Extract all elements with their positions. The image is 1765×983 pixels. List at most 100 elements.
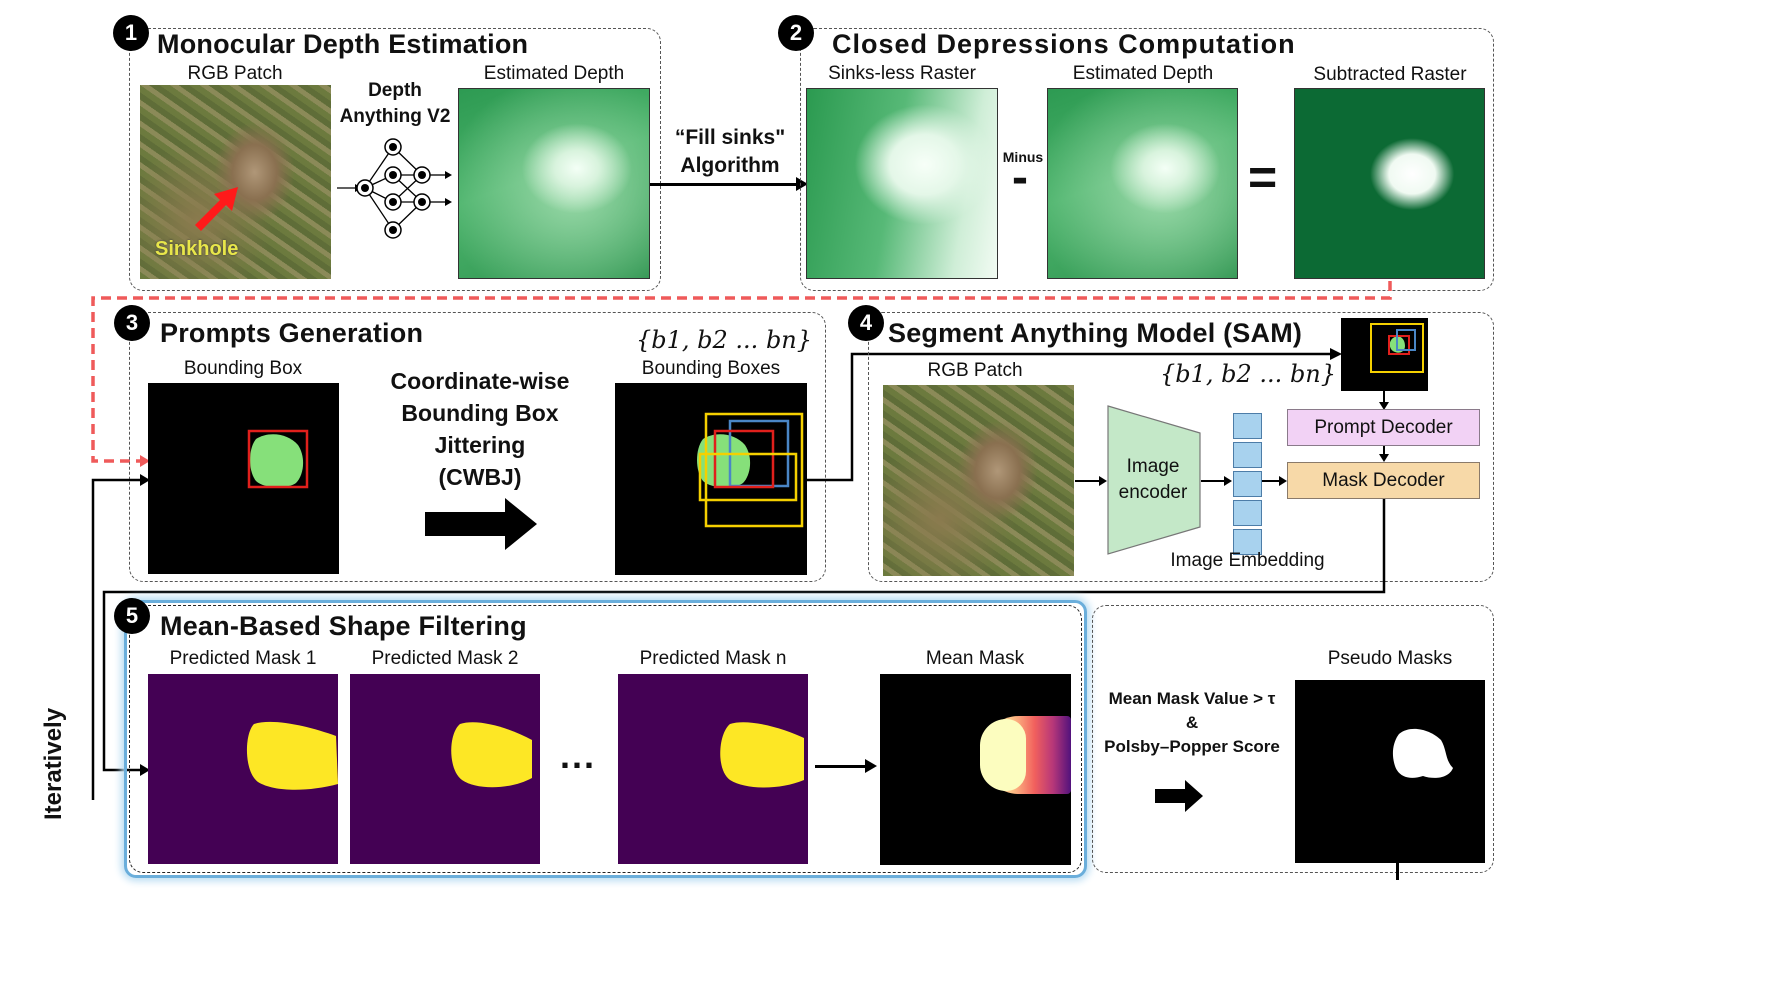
embedding-cell [1233, 529, 1262, 555]
panel-title-4: Segment Anything Model (SAM) [888, 318, 1303, 348]
mean-mask-label: Mean Mask [925, 648, 1025, 669]
embedding-cell [1233, 413, 1262, 439]
mask-decoder-label: Mask Decoder [1322, 469, 1445, 491]
estimated-depth-image-2 [1047, 88, 1238, 279]
connector-4-to-5 [91, 474, 1386, 800]
bbox-red [247, 429, 309, 489]
pseudo-masks-label: Pseudo Masks [1327, 648, 1453, 669]
predicted-mask-1-label: Predicted Mask 1 [169, 648, 317, 669]
selection-arrow-icon [1155, 780, 1203, 812]
criteria-line3: Polsby–Popper Score [1104, 737, 1280, 756]
step-badge-4: 4 [848, 305, 884, 341]
connector-3-to-4 [807, 348, 1342, 482]
panel-closed-depressions [800, 28, 1494, 291]
bbox-yellow-wide [698, 452, 798, 502]
encoder-label-line2: encoder [1118, 482, 1188, 503]
cwbj-line2: Bounding Box [401, 400, 559, 426]
prompt-decoder-label: Prompt Decoder [1314, 416, 1453, 438]
estimated-depth-label-2: Estimated Depth [1072, 63, 1214, 84]
rgb-to-encoder-arrow [1075, 480, 1101, 482]
predicted-mask-n-image [618, 674, 808, 864]
panel-title-2: Closed Depressions Computation [832, 29, 1296, 59]
panel-monocular-depth-estimation [129, 28, 661, 291]
equals-symbol: = [1248, 149, 1278, 205]
bbox-red [713, 429, 775, 489]
criteria-line1: Mean Mask Value > τ [1108, 689, 1276, 708]
rgb-patch-label: RGB Patch [187, 63, 283, 84]
panel-prompts-generation [129, 312, 826, 582]
arrowhead-icon [1099, 476, 1107, 486]
neural-network-icon [337, 138, 452, 239]
predicted-mask-2-image [350, 674, 540, 864]
step-badge-3: 3 [114, 305, 150, 341]
predicted-mask-n-label: Predicted Mask n [639, 648, 787, 669]
model-label-line2: Anything V2 [339, 106, 451, 127]
masks-to-mean-arrow [815, 765, 867, 768]
cwbj-line4: (CWBJ) [438, 464, 522, 490]
prompt-to-mask-decoder-arrow [1383, 446, 1385, 456]
image-embedding-stack [1233, 413, 1262, 555]
mean-mask-image [880, 674, 1071, 865]
image-embedding-label: Image Embedding [1170, 550, 1325, 571]
sinkless-raster-image [806, 88, 998, 279]
dashed-connector-2-to-3 [91, 281, 1392, 467]
fill-sinks-arrow [650, 183, 800, 186]
sam-rgb-patch-image [883, 385, 1074, 576]
pseudo-mask-image [1295, 680, 1485, 863]
arrowhead-icon [1379, 402, 1389, 410]
panel-title-1: Monocular Depth Estimation [157, 29, 529, 59]
arrowhead-icon [865, 759, 877, 773]
ellipsis: ... [560, 735, 597, 776]
fill-sinks-label-line1: “Fill sinks" [674, 126, 786, 149]
iteratively-label: Iteratively [40, 707, 67, 820]
bounding-boxes-label: Bounding Boxes [641, 358, 781, 379]
embedding-cell [1233, 500, 1262, 526]
step-badge-1: 1 [113, 15, 149, 51]
embedding-cell [1233, 471, 1262, 497]
panel-mean-shape-filtering [129, 605, 1082, 873]
rgb-patch-image: Sinkhole [140, 85, 331, 279]
sinkless-raster-label: Sinks-less Raster [828, 63, 976, 84]
panel-sam [868, 312, 1494, 582]
panel-title-3: Prompts Generation [160, 318, 424, 348]
panel-mean-shape-filtering-highlight [124, 600, 1087, 878]
encoder-to-embedding-arrow [1201, 480, 1227, 482]
bbox-set-notation-4: {b1, b2 ... bn} [1160, 360, 1337, 388]
arrowhead-icon [1379, 454, 1389, 462]
sinkhole-mask-shape [250, 434, 304, 488]
panel-pseudo-mask-selection [1092, 605, 1494, 873]
prompt-decoder-box: Prompt Decoder [1287, 409, 1480, 446]
model-label-line1: Depth [368, 80, 422, 101]
estimated-depth-image-1 [458, 88, 650, 279]
embedding-cell [1233, 442, 1262, 468]
step-badge-2: 2 [778, 15, 814, 51]
fill-sinks-label-line2: Algorithm [680, 154, 780, 177]
sam-prompt-thumbnail [1341, 318, 1428, 391]
arrowhead-icon [796, 177, 808, 191]
subtracted-raster-image [1294, 88, 1485, 279]
embedding-to-mask-decoder-arrow [1262, 480, 1282, 482]
big-right-arrow-icon [425, 498, 537, 550]
predicted-mask-2-label: Predicted Mask 2 [371, 648, 519, 669]
image-encoder-shape [1107, 405, 1201, 555]
arrowhead-icon [1279, 476, 1287, 486]
cwbj-line3: Jittering [434, 432, 526, 458]
step-badge-5: 5 [114, 598, 150, 634]
arrowhead-icon [1224, 476, 1232, 486]
sinkhole-arrow-icon [195, 187, 238, 231]
sinkhole-annotation: Sinkhole [155, 238, 239, 260]
predicted-mask-1-image [148, 674, 338, 864]
encoder-label-line1: Image [1126, 456, 1180, 477]
minus-symbol: - [1012, 151, 1028, 204]
bounding-box-image [148, 383, 339, 574]
mask-decoder-box: Mask Decoder [1287, 462, 1480, 499]
bounding-box-label: Bounding Box [183, 358, 303, 379]
subtracted-raster-label: Subtracted Raster [1313, 64, 1467, 85]
criteria-line2: & [1185, 713, 1199, 732]
sam-rgb-patch-label: RGB Patch [927, 360, 1023, 381]
thumbnail-to-prompt-decoder-arrow [1383, 391, 1385, 405]
cwbj-line1: Coordinate-wise [390, 368, 570, 394]
bounding-boxes-image [615, 383, 807, 575]
panel-title-5: Mean-Based Shape Filtering [160, 611, 527, 641]
bbox-yellow-large [704, 412, 804, 528]
